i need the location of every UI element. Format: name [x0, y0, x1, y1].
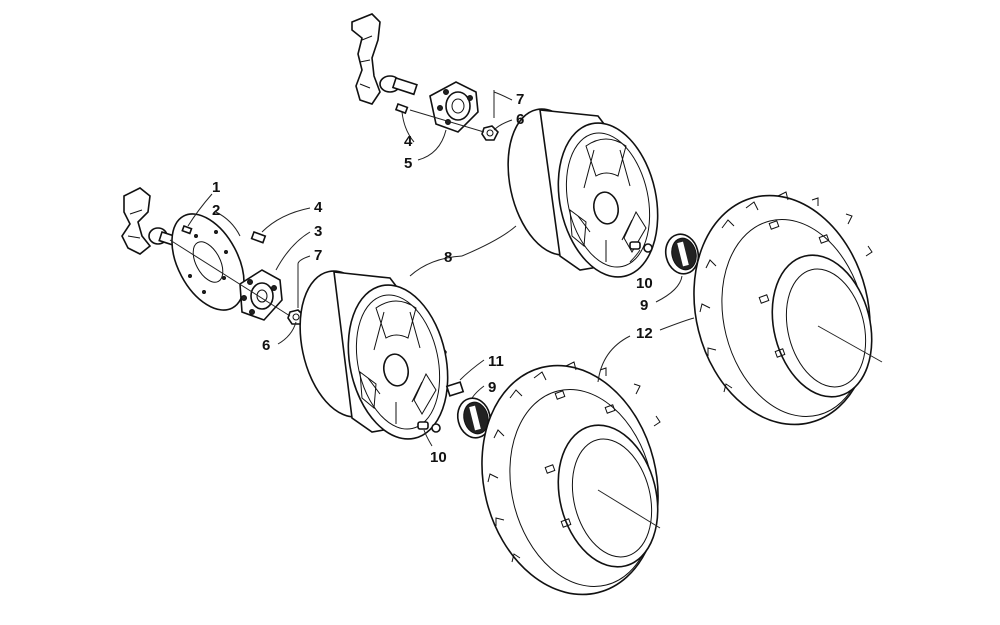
upper-lug-bolt-icon	[394, 102, 409, 115]
lower-center-cap-icon	[456, 397, 492, 439]
upper-wheel-hub-icon	[429, 81, 479, 133]
callout-2: 2	[212, 202, 220, 219]
callout-10-lower: 10	[430, 449, 447, 466]
callout-7-upper: 7	[516, 91, 524, 108]
leader-lines	[187, 91, 695, 447]
callout-10-upper: 10	[636, 275, 653, 292]
lower-wheel-hub-icon	[239, 269, 283, 321]
lower-wheel-nut-icon	[445, 381, 465, 397]
upper-steering-knuckle-icon	[351, 13, 418, 105]
callout-6-upper: 6	[516, 111, 524, 128]
callout-9-lower: 9	[488, 379, 496, 396]
callout-9-upper: 9	[640, 297, 648, 314]
lower-valve-stem-icon	[417, 421, 441, 433]
callout-labels: 1 2 4 3 7 6 4 5 7 6 8 10 9 12 11 9 10	[212, 91, 653, 466]
small-screw-icon	[181, 224, 193, 235]
lower-lug-bolt-icon	[250, 230, 267, 244]
lower-wheel-rim-icon	[299, 270, 449, 440]
upper-tire-icon	[693, 191, 873, 426]
callout-11: 11	[488, 353, 504, 370]
upper-wheel-rim-icon	[507, 108, 659, 278]
callout-3: 3	[314, 223, 322, 240]
callout-12: 12	[636, 325, 653, 342]
upper-valve-stem-icon	[629, 241, 653, 253]
callout-4-upper: 4	[404, 133, 413, 150]
callout-5: 5	[404, 155, 412, 172]
callout-7-lower: 7	[314, 247, 322, 264]
callout-1: 1	[212, 179, 220, 196]
callout-8: 8	[444, 249, 452, 266]
callout-4-lower: 4	[314, 199, 323, 216]
upper-center-cap-icon	[664, 233, 700, 275]
callout-6-lower: 6	[262, 337, 270, 354]
brake-disc-icon	[171, 213, 245, 311]
